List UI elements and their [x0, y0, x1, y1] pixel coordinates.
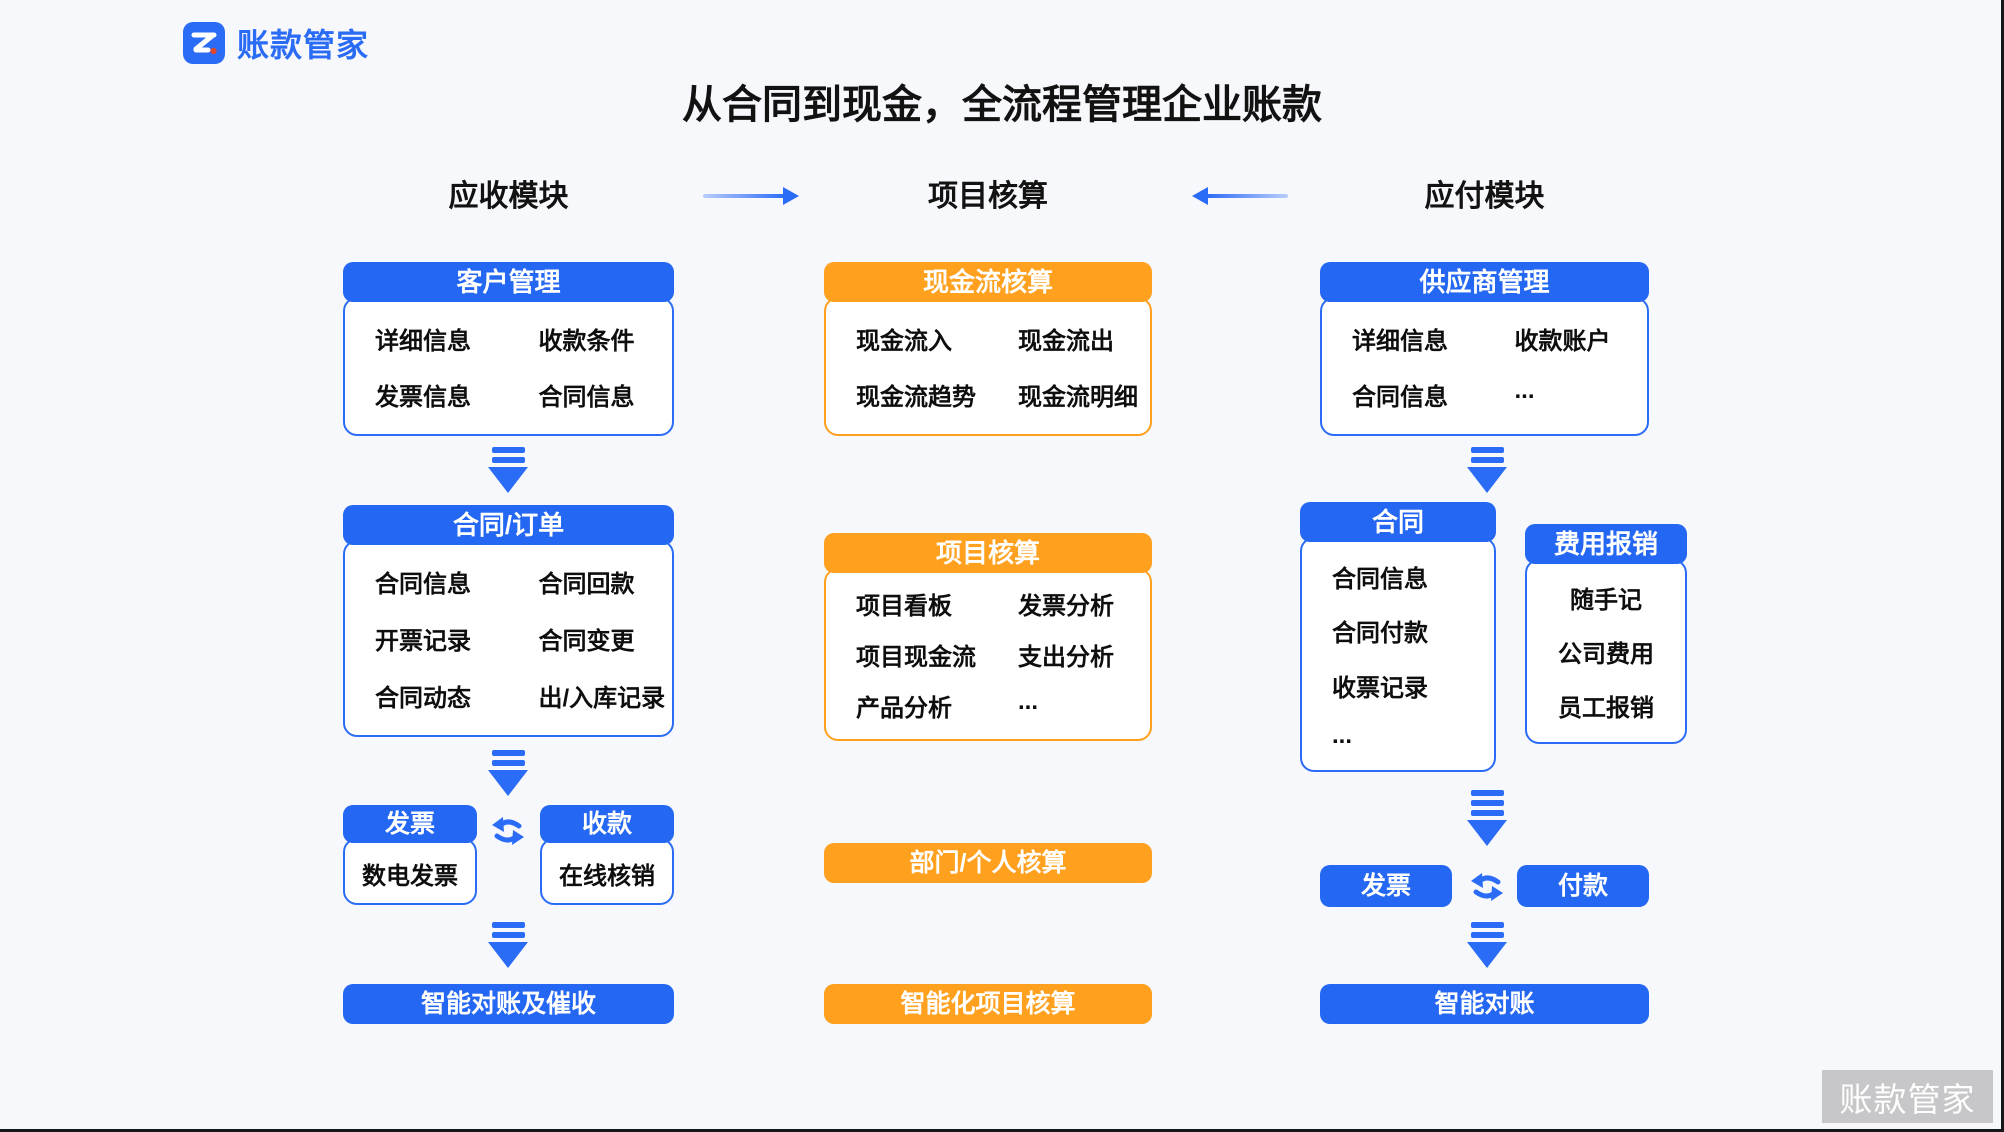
feature-item: 收款条件 [538, 327, 635, 355]
feature-item: 合同信息 [1352, 384, 1448, 412]
arrow-down-icon [488, 447, 528, 493]
arrow-down-icon [1467, 447, 1507, 493]
feature-item: 出/入库记录 [538, 685, 666, 712]
box-title: 发票 [343, 805, 477, 843]
smart-reconciliation-collection-bar: 智能对账及催收 [343, 984, 674, 1024]
feature-item: 合同动态 [375, 685, 471, 712]
feature-item: 现金流入 [856, 327, 952, 355]
department-personal-accounting-bar: 部门/个人核算 [824, 843, 1152, 883]
arrow-down-icon [488, 750, 528, 796]
feature-item: 发票信息 [375, 384, 471, 412]
swap-arrows-icon [492, 817, 524, 845]
feature-item: 员工报销 [1558, 695, 1654, 722]
receipt-box: 收款 在线核销 [540, 805, 674, 905]
watermark: 账款管家 [1822, 1070, 1993, 1123]
box-title: 供应商管理 [1320, 262, 1649, 302]
accounting-items: 项目看板 发票分析项目现金流 支出分析产品分析... [824, 568, 1152, 741]
payment-pill: 付款 [1517, 865, 1649, 907]
box-title: 项目核算 [824, 533, 1152, 573]
box-title: 合同/订单 [343, 505, 674, 545]
feature-item: 详细信息 [375, 327, 471, 355]
payable-contract-box: 合同 合同信息合同付款收票记录... [1300, 502, 1496, 772]
feature-item: ... [1514, 377, 1535, 405]
arrow-down-icon [1467, 922, 1507, 968]
supplier-management-box: 供应商管理 详细信息 收款账户合同信息... [1320, 262, 1649, 436]
feature-item: 项目现金流 [856, 644, 976, 671]
feature-item: 合同变更 [538, 628, 635, 655]
smart-reconciliation-bar: 智能对账 [1320, 984, 1649, 1024]
feature-item: 开票记录 [375, 628, 471, 655]
arrow-down-icon [488, 922, 528, 968]
box-title: 现金流核算 [824, 262, 1152, 302]
box-title: 合同 [1300, 502, 1496, 542]
arrow-right-icon [703, 187, 799, 205]
feature-item: 现金流趋势 [856, 384, 976, 412]
feature-item: 收票记录 [1332, 674, 1428, 702]
cashflow-items: 现金流入 现金流出现金流趋势 现金流明细 [824, 297, 1152, 436]
feature-item: 数电发票 [362, 863, 458, 890]
feature-item: 现金流明细 [1018, 384, 1138, 412]
swap-arrows-icon [1471, 873, 1503, 901]
feature-item: 产品分析 [856, 695, 952, 722]
arrow-left-icon [1192, 187, 1288, 205]
feature-item: 项目看板 [856, 593, 952, 620]
feature-item: 现金流出 [1018, 327, 1114, 355]
feature-item: ... [1332, 722, 1353, 750]
header-receivable-module: 应收模块 [448, 180, 569, 213]
box-title: 客户管理 [343, 262, 674, 302]
feature-item: 收款账户 [1514, 327, 1611, 355]
brand-logo: 账款管家 [183, 20, 369, 66]
feature-item: 合同信息 [538, 384, 635, 412]
contract-items: 合同信息 合同回款开票记录 合同变更合同动态 出/入库记录 [343, 540, 674, 737]
feature-item: 支出分析 [1018, 644, 1114, 671]
customer-management-box: 客户管理 详细信息 收款条件发票信息 合同信息 [343, 262, 674, 436]
feature-item: 发票分析 [1018, 593, 1114, 620]
box-title: 收款 [540, 805, 674, 843]
cashflow-accounting-box: 现金流核算 现金流入 现金流出现金流趋势 现金流明细 [824, 262, 1152, 436]
brand-logo-icon [183, 22, 225, 64]
feature-item: 合同信息 [375, 571, 471, 598]
feature-item: 合同付款 [1332, 620, 1428, 648]
payable-invoice-pill: 发票 [1320, 865, 1452, 907]
feature-item: 详细信息 [1352, 327, 1448, 355]
header-project-accounting: 项目核算 [928, 180, 1048, 213]
arrow-down-icon [1467, 790, 1507, 846]
box-title: 费用报销 [1525, 524, 1687, 564]
invoice-box: 发票 数电发票 [343, 805, 477, 905]
expense-reimbursement-box: 费用报销 随手记公司费用员工报销 [1525, 524, 1687, 744]
feature-item: 合同回款 [538, 571, 635, 598]
supplier-items: 详细信息 收款账户合同信息... [1320, 297, 1649, 436]
payable-contract-items: 合同信息合同付款收票记录... [1300, 537, 1496, 772]
feature-item: 在线核销 [559, 863, 655, 890]
feature-item: 随手记 [1570, 587, 1642, 614]
feature-item: ... [1018, 688, 1039, 715]
header-payable-module: 应付模块 [1424, 180, 1545, 213]
expense-items: 随手记公司费用员工报销 [1525, 559, 1687, 744]
brand-name: 账款管家 [237, 27, 370, 63]
project-accounting-box: 项目核算 项目看板 发票分析项目现金流 支出分析产品分析... [824, 533, 1152, 741]
feature-item: 公司费用 [1558, 641, 1654, 668]
contract-order-box: 合同/订单 合同信息 合同回款开票记录 合同变更合同动态 出/入库记录 [343, 505, 674, 737]
customer-items: 详细信息 收款条件发票信息 合同信息 [343, 297, 674, 436]
intelligent-project-accounting-bar: 智能化项目核算 [824, 984, 1152, 1024]
feature-item: 合同信息 [1332, 565, 1428, 593]
page-title: 从合同到现金，全流程管理企业账款 [682, 83, 1322, 127]
